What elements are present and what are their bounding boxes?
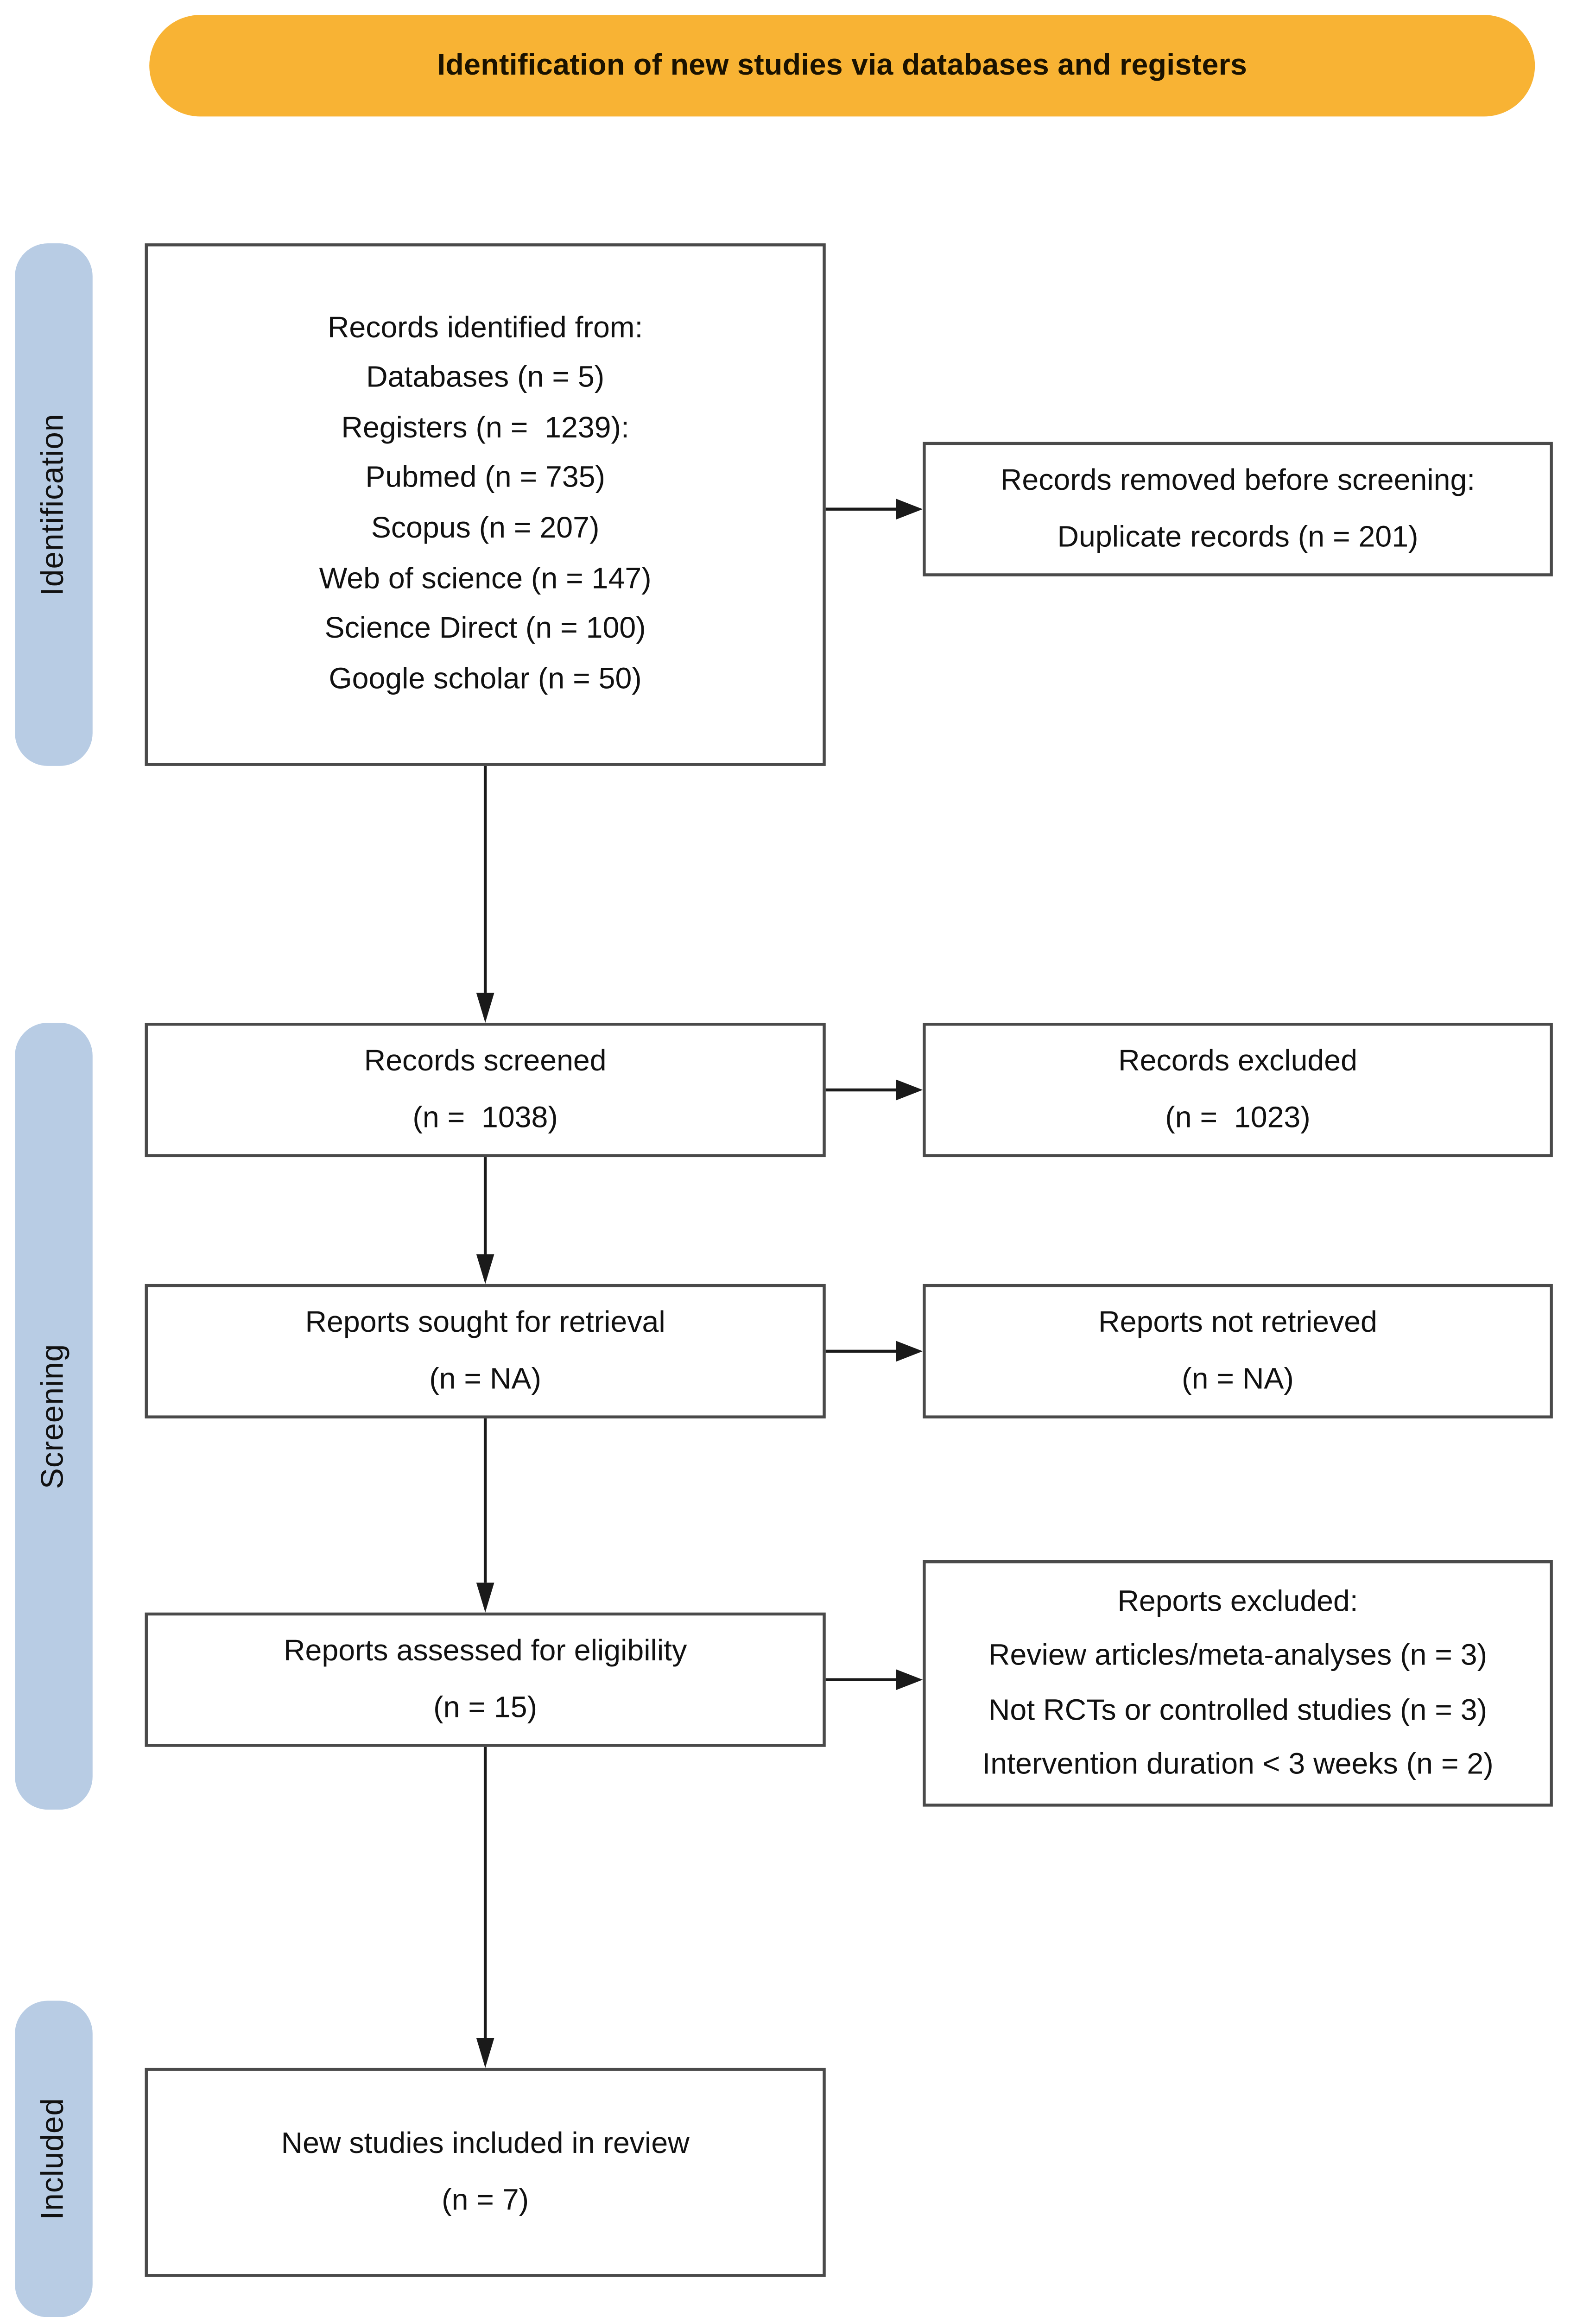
stage-label-screening: Screening (36, 1343, 70, 1489)
box-reports-sought: Reports sought for retrieval (n = NA) (145, 1284, 826, 1418)
arrow-sought-to-not-retrieved-head-icon (896, 1341, 923, 1362)
box-reports-not-retrieved-text: Reports not retrieved (n = NA) (1098, 1306, 1377, 1396)
arrow-identified-to-removed-line (825, 507, 896, 511)
arrow-sought-to-assessed-line (483, 1418, 487, 1583)
arrow-assessed-to-included-line (483, 1747, 487, 2038)
arrow-screened-to-excluded-line (825, 1088, 896, 1092)
box-records-screened: Records screened (n = 1038) (145, 1023, 826, 1158)
box-records-removed-text: Records removed before screening: Duplic… (1000, 464, 1476, 554)
stage-pill-screening: Screening (15, 1023, 93, 1810)
arrow-identified-to-screened-line (483, 766, 487, 993)
box-reports-assessed-text: Reports assessed for eligibility (n = 15… (283, 1635, 687, 1725)
arrow-identified-to-screened-head-icon (476, 993, 494, 1023)
arrow-screened-to-sought-line (483, 1157, 487, 1254)
box-records-removed: Records removed before screening: Duplic… (923, 442, 1553, 576)
box-new-studies-included: New studies included in review (n = 7) (145, 2068, 826, 2277)
box-reports-excluded: Reports excluded: Review articles/meta-a… (923, 1560, 1553, 1807)
arrow-screened-to-sought-head-icon (476, 1254, 494, 1284)
arrow-assessed-to-included-head-icon (476, 2038, 494, 2068)
box-records-excluded-text: Records excluded (n = 1023) (1118, 1045, 1357, 1135)
title-banner: Identification of new studies via databa… (149, 15, 1535, 117)
box-records-identified: Records identified from: Databases (n = … (145, 243, 826, 766)
box-records-screened-text: Records screened (n = 1038) (364, 1045, 607, 1135)
arrow-sought-to-assessed-head-icon (476, 1583, 494, 1613)
arrow-sought-to-not-retrieved-line (825, 1349, 896, 1353)
box-reports-excluded-text: Reports excluded: Review articles/meta-a… (982, 1585, 1494, 1781)
box-reports-assessed: Reports assessed for eligibility (n = 15… (145, 1612, 826, 1747)
arrow-assessed-to-reports-excluded-line (825, 1678, 896, 1681)
box-reports-sought-text: Reports sought for retrieval (n = NA) (305, 1306, 665, 1396)
arrow-assessed-to-reports-excluded-head-icon (896, 1669, 923, 1690)
box-reports-not-retrieved: Reports not retrieved (n = NA) (923, 1284, 1553, 1418)
arrow-screened-to-excluded-head-icon (896, 1079, 923, 1101)
stage-label-identification: Identification (36, 413, 70, 596)
stage-label-included: Included (36, 2098, 70, 2220)
title-banner-label: Identification of new studies via databa… (437, 48, 1248, 82)
stage-pill-included: Included (15, 2000, 93, 2317)
box-new-studies-included-text: New studies included in review (n = 7) (281, 2127, 690, 2217)
box-records-excluded: Records excluded (n = 1023) (923, 1023, 1553, 1158)
box-records-identified-text: Records identified from: Databases (n = … (319, 311, 652, 696)
stage-pill-identification: Identification (15, 243, 93, 766)
arrow-identified-to-removed-head-icon (896, 499, 923, 520)
